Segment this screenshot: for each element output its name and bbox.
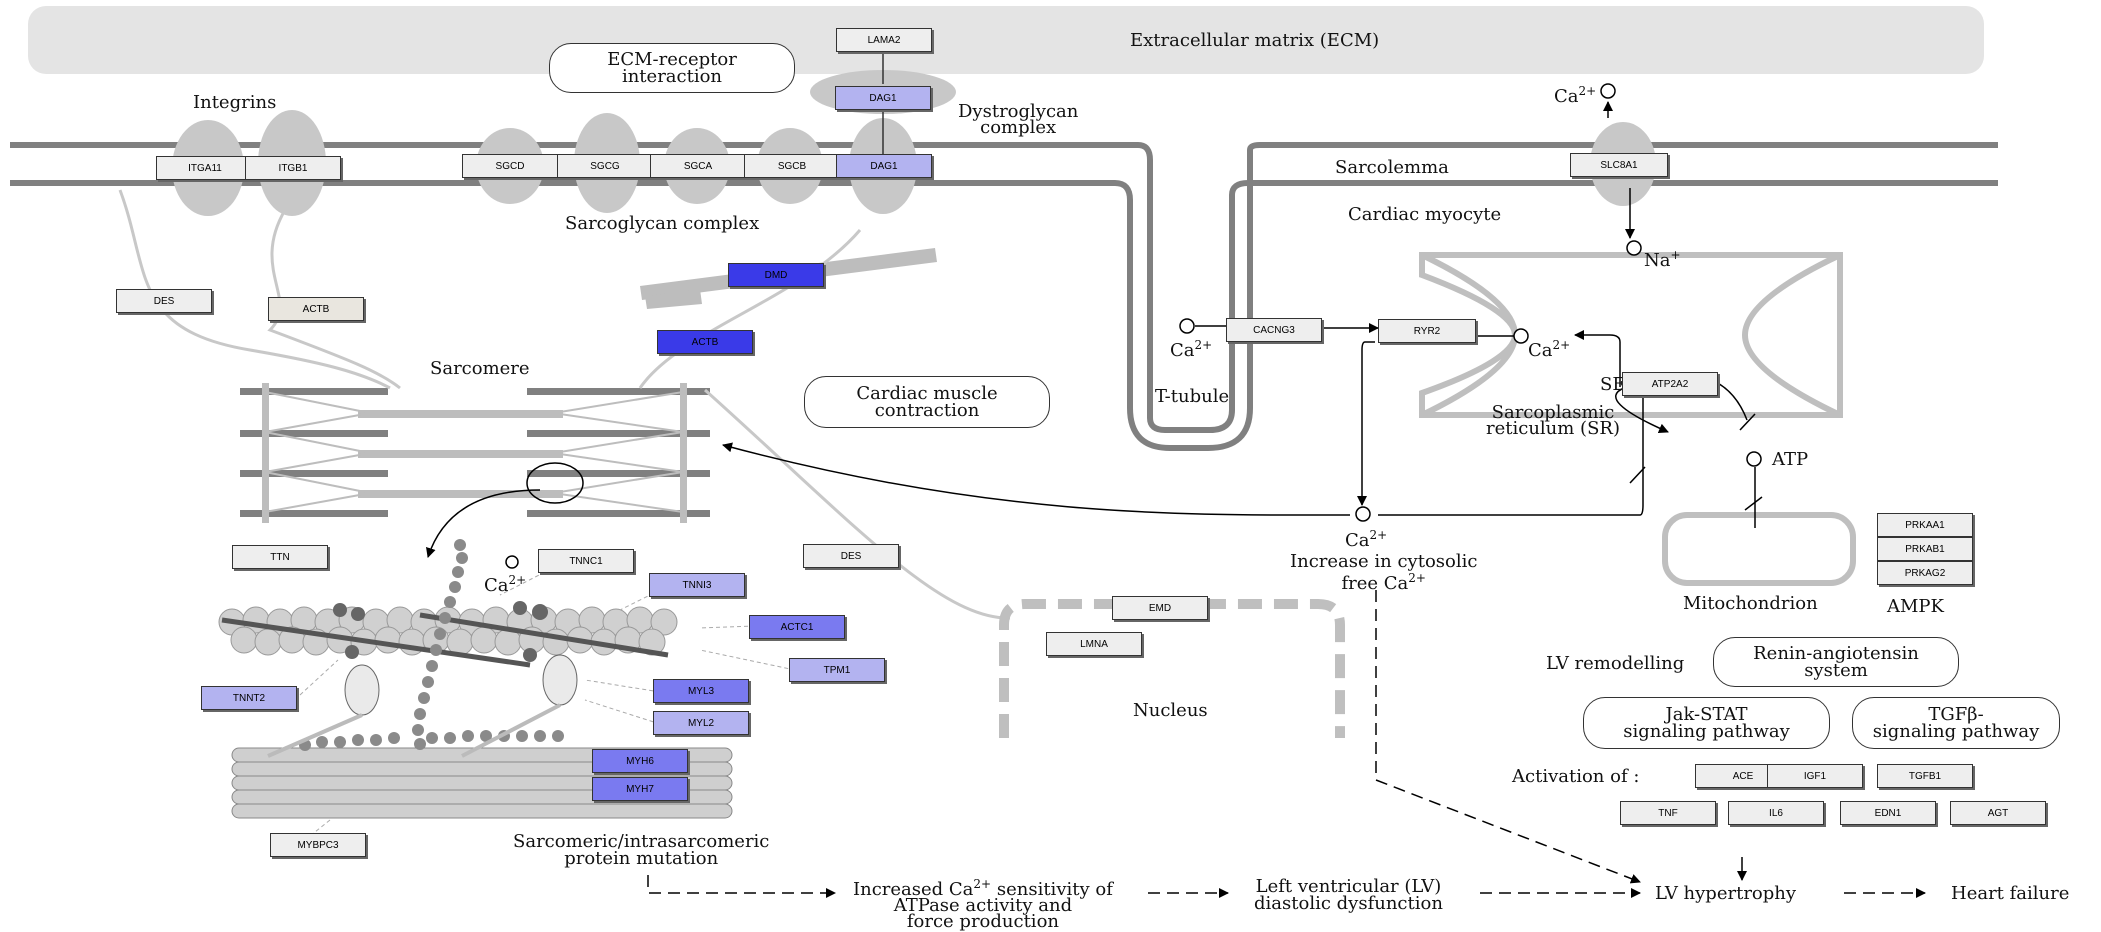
na-ion-label: Na+ <box>1644 248 1681 271</box>
gene-myh7[interactable]: MYH7 <box>592 777 688 801</box>
gene-ryr2[interactable]: RYR2 <box>1378 319 1476 343</box>
sarcoglycan-label: Sarcoglycan complex <box>565 213 760 234</box>
se-label: SE <box>1600 374 1626 395</box>
gene-il6[interactable]: IL6 <box>1728 801 1824 825</box>
sarcomere-label: Sarcomere <box>430 358 530 379</box>
t-tubule-label: T-tubule <box>1155 386 1230 407</box>
gene-prkaa1[interactable]: PRKAA1 <box>1877 513 1973 537</box>
gene-tnni3[interactable]: TNNI3 <box>649 573 745 597</box>
ecm-region <box>28 6 1984 74</box>
gene-myh6[interactable]: MYH6 <box>592 749 688 773</box>
gene-dmd[interactable]: DMD <box>728 263 824 287</box>
gene-ttn[interactable]: TTN <box>232 545 328 569</box>
gene-sgca[interactable]: SGCA <box>650 154 746 178</box>
gene-edn1[interactable]: EDN1 <box>1840 801 1936 825</box>
mutation-label: Sarcomeric/intrasarcomeric protein mutat… <box>513 831 770 869</box>
gene-slc8a1[interactable]: SLC8A1 <box>1570 153 1668 177</box>
gene-tnnt2[interactable]: TNNT2 <box>201 686 297 710</box>
gene-actb[interactable]: ACTB <box>268 297 364 321</box>
gene-itgb1[interactable]: ITGB1 <box>245 156 341 180</box>
gene-actc1[interactable]: ACTC1 <box>749 615 845 639</box>
increased-ca-label: Increased Ca2+ sensitivity of ATPase act… <box>853 877 1113 932</box>
jak-stat-pathway[interactable]: Jak-STAT signaling pathway <box>1583 697 1830 749</box>
lv-hypertrophy-label: LV hypertrophy <box>1655 883 1797 904</box>
gene-dag1[interactable]: DAG1 <box>835 86 931 110</box>
gene-myl2[interactable]: MYL2 <box>653 711 749 735</box>
ampk-label: AMPK <box>1887 596 1944 617</box>
ca-ion-label: Ca2+ <box>484 573 527 596</box>
gene-sgcb[interactable]: SGCB <box>744 154 840 178</box>
ca-ion-label: Ca2+ <box>1345 528 1388 551</box>
gene-tnnc1[interactable]: TNNC1 <box>538 549 634 573</box>
activation-of-label: Activation of : <box>1512 766 1640 787</box>
gene-tnf[interactable]: TNF <box>1620 801 1716 825</box>
lv-dysfunction-label: Left ventricular (LV) diastolic dysfunct… <box>1254 876 1443 914</box>
gene-cacng3[interactable]: CACNG3 <box>1226 318 1322 342</box>
gene-prkag2[interactable]: PRKAG2 <box>1877 561 1973 585</box>
mitochondrion-shape <box>1662 512 1856 586</box>
gene-igf1[interactable]: IGF1 <box>1767 764 1863 788</box>
gene-prkab1[interactable]: PRKAB1 <box>1877 537 1973 561</box>
gene-tgfb1[interactable]: TGFB1 <box>1877 764 1973 788</box>
gene-des[interactable]: DES <box>116 289 212 313</box>
lv-remodelling-label: LV remodelling <box>1546 653 1685 674</box>
heart-failure-label: Heart failure <box>1951 883 2070 904</box>
gene-dag1-membrane[interactable]: DAG1 <box>836 154 932 178</box>
dystroglycan-label: Dystroglycan complex <box>958 101 1079 138</box>
gene-des-2[interactable]: DES <box>803 544 899 568</box>
gene-lama2[interactable]: LAMA2 <box>836 28 932 52</box>
tgfb-pathway[interactable]: TGFβ- signaling pathway <box>1852 697 2060 749</box>
gene-myl3[interactable]: MYL3 <box>653 679 749 703</box>
myosin-chain <box>299 539 564 751</box>
ca-ion-label: Ca2+ <box>1528 338 1571 361</box>
gene-sgcd[interactable]: SGCD <box>462 154 558 178</box>
gene-actb-blue[interactable]: ACTB <box>657 330 753 354</box>
ca-ion-label: Ca2+ <box>1554 84 1597 107</box>
renin-angiotensin-pathway[interactable]: Renin-angiotensin system <box>1713 637 1959 687</box>
cardiac-contraction-pathway[interactable]: Cardiac muscle contraction <box>804 376 1050 428</box>
gene-itga11[interactable]: ITGA11 <box>156 156 254 180</box>
gene-mybpc3[interactable]: MYBPC3 <box>270 833 366 857</box>
mitochondrion-label: Mitochondrion <box>1683 593 1818 614</box>
cardiac-myocyte-label: Cardiac myocyte <box>1348 204 1502 225</box>
sarcolemma-label: Sarcolemma <box>1335 157 1449 178</box>
gene-sgcg[interactable]: SGCG <box>557 154 653 178</box>
gene-agt[interactable]: AGT <box>1950 801 2046 825</box>
cytosolic-ca-label: Increase in cytosolic free Ca2+ <box>1290 551 1478 594</box>
atp-label: ATP <box>1772 449 1809 470</box>
ecm-receptor-pathway[interactable]: ECM-receptor interaction <box>549 43 795 93</box>
integrins-label: Integrins <box>193 92 277 113</box>
gene-lmna[interactable]: LMNA <box>1046 632 1142 656</box>
gene-tpm1[interactable]: TPM1 <box>789 658 885 682</box>
gene-emd[interactable]: EMD <box>1112 596 1208 620</box>
ecm-label: Extracellular matrix (ECM) <box>1130 30 1380 51</box>
gene-atp2a2[interactable]: ATP2A2 <box>1622 372 1718 396</box>
sarcomere-shape <box>240 383 710 523</box>
ca-ion-label: Ca2+ <box>1170 338 1213 361</box>
nucleus-label: Nucleus <box>1133 700 1208 721</box>
sr-label: Sarcoplasmic reticulum (SR) <box>1486 402 1620 439</box>
